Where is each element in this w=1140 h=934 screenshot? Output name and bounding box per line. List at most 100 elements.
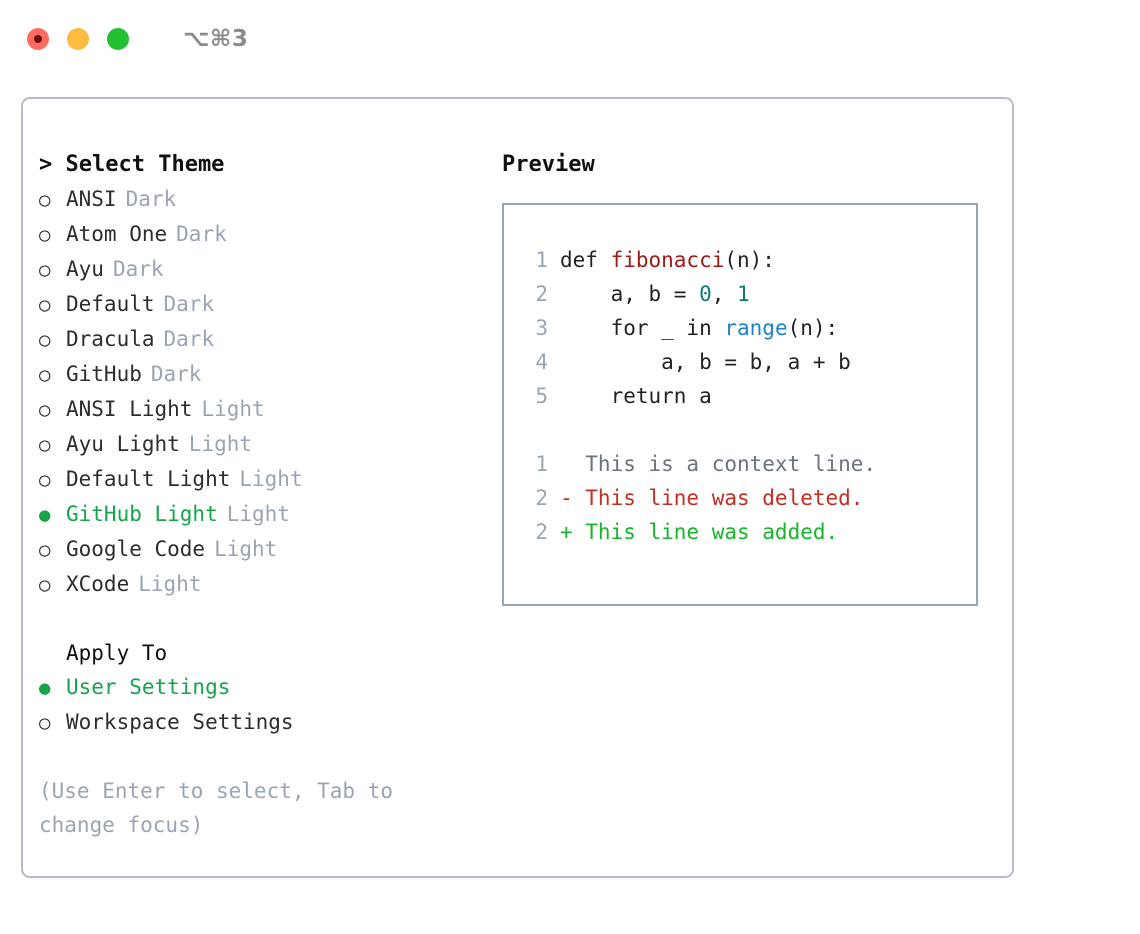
code-token: a, b = b, a + b [560, 350, 851, 374]
theme-option-label: ANSI Light [66, 397, 193, 421]
apply-to-option[interactable]: ○ Workspace Settings [39, 705, 479, 740]
apply-to-header: Apply To [66, 641, 168, 665]
theme-option-label: ANSI [66, 187, 117, 211]
code-line-content: def fibonacci(n): [560, 243, 775, 277]
theme-option-tag: Light [138, 572, 202, 596]
theme-option-label: Default Light [66, 467, 231, 491]
theme-option-label: GitHub [66, 362, 142, 386]
theme-option[interactable]: ○ Default Dark [39, 287, 479, 322]
code-line: 2 a, b = 0, 1 [518, 277, 970, 311]
theme-option[interactable]: ○ Google Code Light [39, 532, 479, 567]
code-token: 1 [737, 282, 750, 306]
keyboard-hint: (Use Enter to select, Tab to change focu… [39, 779, 406, 837]
code-line-number: 3 [535, 316, 548, 340]
maximize-window-button[interactable] [107, 28, 129, 50]
code-line-number: 5 [535, 384, 548, 408]
theme-option[interactable]: ○ GitHub Dark [39, 357, 479, 392]
code-token: a, b = [560, 282, 700, 306]
theme-option-label: Default [66, 292, 155, 316]
theme-option-label: Google Code [66, 537, 206, 561]
code-line-content: a, b = b, a + b [560, 345, 851, 379]
code-line: 5 return a [518, 379, 970, 413]
diff-line-ctx: 1 This is a context line. [518, 447, 970, 481]
radio-unselected-icon: ○ [39, 364, 51, 386]
radio-unselected-icon: ○ [39, 294, 51, 316]
apply-to-option[interactable]: ● User Settings [39, 670, 479, 705]
code-line-number: 2 [535, 282, 548, 306]
radio-selected-icon: ● [39, 504, 51, 526]
radio-unselected-icon: ○ [39, 329, 51, 351]
code-token: (n): [724, 248, 775, 272]
diff-line-del: 2 - This line was deleted. [518, 481, 970, 515]
code-token: 0 [699, 282, 712, 306]
code-token: def [560, 248, 611, 272]
radio-unselected-icon: ○ [39, 259, 51, 281]
code-line-content: for _ in range(n): [560, 311, 839, 345]
theme-panel-header: > Select Theme [39, 152, 225, 177]
apply-to-option-label: Workspace Settings [66, 710, 294, 734]
theme-option-label: Dracula [66, 327, 155, 351]
code-line-content: return a [560, 379, 712, 413]
radio-unselected-icon: ○ [39, 434, 51, 456]
diff-line-content: - This line was deleted. [560, 486, 864, 510]
code-line-content: a, b = 0, 1 [560, 277, 750, 311]
theme-option-label: Ayu Light [66, 432, 180, 456]
theme-option-tag: Light [239, 467, 303, 491]
diff-line-number: 2 [535, 486, 548, 510]
diff-line-content: + This line was added. [560, 520, 839, 544]
theme-option-label: Ayu [66, 257, 104, 281]
close-window-button[interactable] [27, 28, 49, 50]
diff-line-content: This is a context line. [560, 452, 877, 476]
code-line: 4 a, b = b, a + b [518, 345, 970, 379]
preview-header: Preview [502, 152, 595, 177]
title-bar: ⌥⌘3 [0, 0, 1140, 78]
theme-option-tag: Dark [176, 222, 227, 246]
radio-unselected-icon: ○ [39, 399, 51, 421]
minimize-window-button[interactable] [67, 28, 89, 50]
code-token: for _ in [560, 316, 725, 340]
diff-line-number: 2 [535, 520, 548, 544]
radio-unselected-icon: ○ [39, 712, 51, 734]
radio-unselected-icon: ○ [39, 224, 51, 246]
code-token: fibonacci [610, 248, 725, 272]
theme-option-tag: Light [214, 537, 278, 561]
apply-to-list[interactable]: ● User Settings ○ Workspace Settings [39, 670, 479, 740]
radio-selected-icon: ● [39, 677, 51, 699]
diff-sample: 1 This is a context line. 2 - This line wa… [518, 447, 970, 549]
apply-to-option-label: User Settings [66, 675, 231, 699]
radio-unselected-icon: ○ [39, 539, 51, 561]
code-line-number: 4 [535, 350, 548, 374]
theme-option[interactable]: ○ ANSI Dark [39, 182, 479, 217]
code-line: 1 def fibonacci(n): [518, 243, 970, 277]
theme-option-tag: Dark [150, 362, 202, 386]
radio-unselected-icon: ○ [39, 574, 51, 596]
code-line: 3 for _ in range(n): [518, 311, 970, 345]
diff-line-add: 2 + This line was added. [518, 515, 970, 549]
theme-option-tag: Dark [163, 292, 215, 316]
theme-option[interactable]: ● GitHub Light Light [39, 497, 479, 532]
code-line-number: 1 [535, 248, 548, 272]
code-token: return a [560, 384, 712, 408]
code-token: range [724, 316, 788, 340]
theme-option-tag: Dark [125, 187, 177, 211]
radio-unselected-icon: ○ [39, 189, 51, 211]
keyboard-shortcut-label: ⌥⌘3 [183, 26, 249, 52]
code-token: (n): [787, 316, 839, 340]
theme-option-tag: Light [226, 502, 290, 526]
theme-option-label: GitHub Light [66, 502, 218, 526]
